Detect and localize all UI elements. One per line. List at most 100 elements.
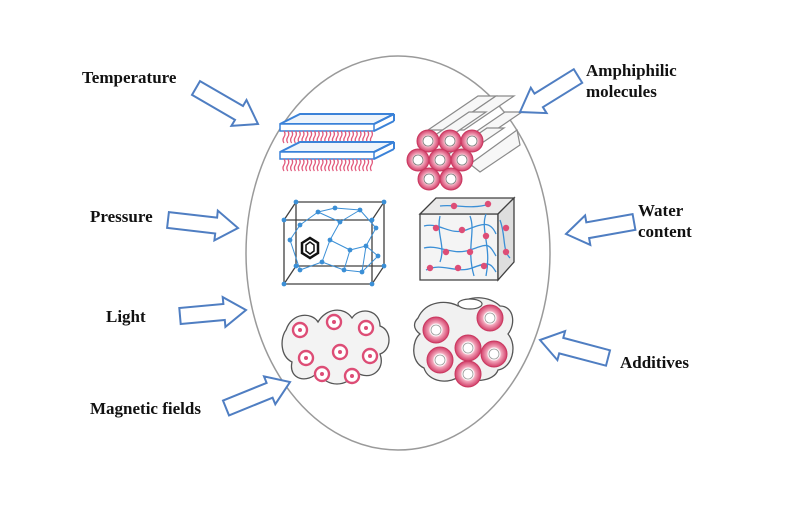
micelle-core — [462, 342, 474, 354]
cube-vertex — [381, 263, 387, 269]
surfactant-head — [502, 248, 510, 256]
network-bond — [329, 221, 341, 241]
lipid-tail — [308, 158, 313, 172]
lipid-tail — [339, 158, 343, 172]
temperature-arrow — [190, 79, 260, 128]
surfactant-head — [480, 262, 488, 270]
network-node — [363, 243, 369, 249]
micelle-core — [466, 135, 478, 147]
network-node — [375, 253, 381, 259]
lipid-tail — [312, 158, 317, 172]
micelle-core — [456, 154, 468, 166]
bicontinuous-phase-illustration — [418, 196, 516, 282]
network-bond — [343, 249, 351, 271]
amphiphilic-arrow — [518, 67, 584, 115]
label-magnetic-fields: Magnetic fields — [90, 399, 201, 418]
water-channel — [483, 213, 489, 277]
lipid-tail — [286, 130, 290, 144]
network-bond — [289, 224, 301, 241]
lipid-tail — [320, 158, 324, 172]
network-bond — [349, 245, 367, 251]
light-arrow — [178, 295, 248, 329]
stimulus-arrows — [165, 67, 637, 417]
channel-center — [298, 328, 302, 332]
network-bond — [299, 261, 323, 271]
lipid-tail — [293, 130, 298, 144]
lipid-tail — [358, 158, 362, 172]
surfactant-head — [442, 248, 450, 256]
label-temperature: Temperature — [82, 68, 177, 87]
network-node — [332, 205, 338, 211]
water-channel — [499, 219, 511, 259]
cube-vertex — [281, 217, 287, 223]
pressure-arrow — [165, 208, 240, 243]
lipid-tail — [297, 130, 301, 144]
micellar-cubic-illustration — [413, 297, 514, 388]
micelle-core — [445, 173, 457, 185]
surfactant-head — [466, 248, 474, 256]
water-content-arrow — [564, 212, 637, 247]
lipid-tail — [343, 158, 347, 172]
lipid-tail — [354, 158, 358, 172]
micelle-core — [434, 154, 446, 166]
lipid-tail — [293, 158, 298, 172]
network-node — [297, 222, 303, 228]
lipid-tail — [282, 130, 286, 144]
micelle-core — [484, 312, 496, 324]
lipid-tail — [324, 158, 328, 172]
micelle-core — [430, 324, 442, 336]
label-pressure: Pressure — [90, 207, 153, 226]
network-bond — [361, 255, 379, 273]
lipid-tail — [346, 158, 351, 172]
cube-vertex — [369, 217, 375, 223]
surfactant-head — [432, 224, 440, 232]
lipid-tail — [289, 158, 294, 172]
network-bond — [317, 211, 341, 223]
network-bond — [299, 211, 319, 226]
surfactant-head — [454, 264, 462, 272]
lipid-tail — [316, 158, 320, 172]
network-node — [357, 207, 363, 213]
micelle-core — [444, 135, 456, 147]
network-node — [337, 219, 343, 225]
surfactant-head — [458, 226, 466, 234]
lipid-tail — [327, 158, 332, 172]
network-bond — [321, 261, 345, 271]
surfactant-head — [484, 200, 492, 208]
lipid-tail — [362, 158, 366, 172]
water-channel — [438, 215, 443, 263]
cubic-network-illustration — [281, 199, 387, 287]
cube-vertex — [381, 199, 387, 205]
network-bond — [361, 245, 367, 273]
lipid-tail — [282, 158, 286, 172]
hexagonal-phase-illustration — [406, 95, 524, 191]
lipid-tail — [350, 158, 355, 172]
lipid-tail — [369, 158, 374, 172]
lamellar-phase-illustration — [279, 113, 395, 172]
surfactant-head — [482, 232, 490, 240]
channel-center — [320, 372, 324, 376]
surfactant-head — [426, 264, 434, 272]
label-additives: Additives — [620, 353, 689, 372]
cube-vertex — [281, 281, 287, 287]
lipid-tail — [289, 130, 294, 144]
micelle-core — [488, 348, 500, 360]
network-bond — [343, 269, 363, 273]
lipid-tail — [365, 158, 370, 172]
network-node — [341, 267, 347, 273]
magnetic-fields-arrow — [221, 375, 292, 417]
network-node — [359, 269, 365, 275]
channel-center — [332, 320, 336, 324]
channel-center — [304, 356, 308, 360]
label-light: Light — [106, 307, 146, 326]
micelle-core — [412, 154, 424, 166]
micelle-core — [434, 354, 446, 366]
network-node — [297, 267, 303, 273]
network-bond — [359, 209, 377, 229]
channel-center — [364, 326, 368, 330]
lipid-tail — [286, 158, 290, 172]
lipid-tail — [305, 158, 309, 172]
lipid-tail — [335, 158, 339, 172]
